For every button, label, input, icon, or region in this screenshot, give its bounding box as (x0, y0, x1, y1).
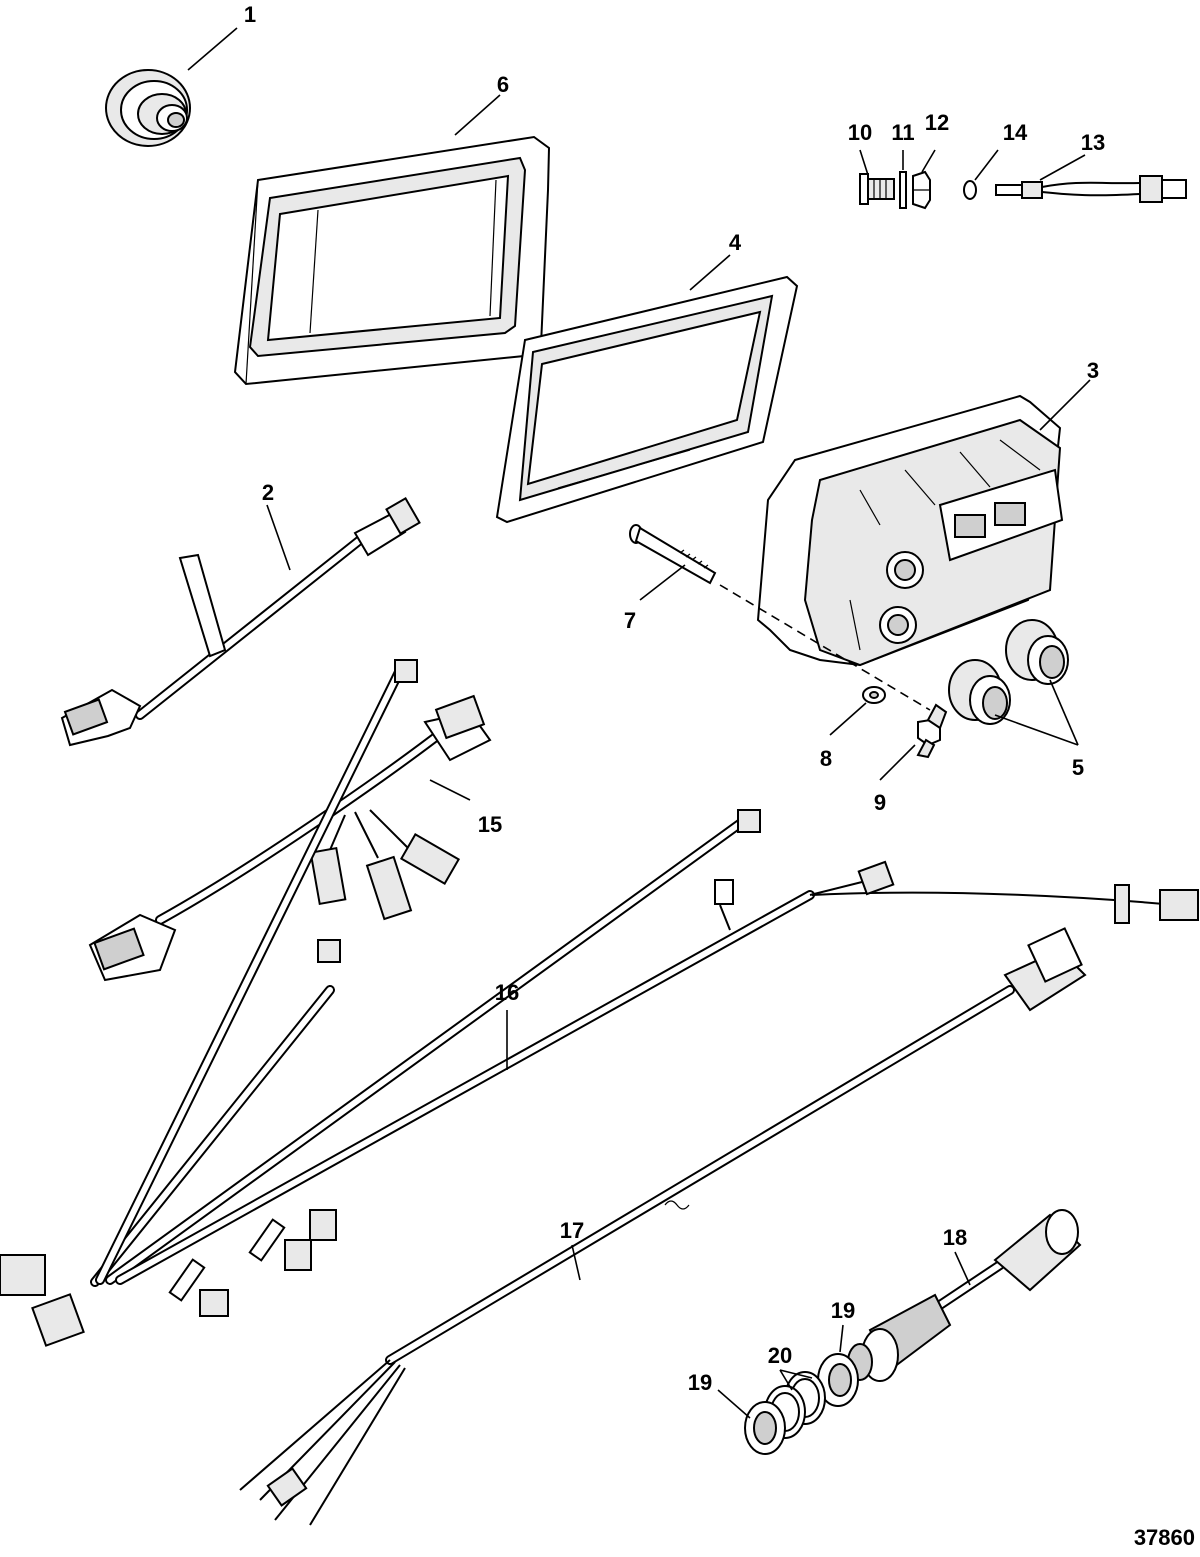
callout-11: 11 (891, 120, 914, 145)
part-11-washer (899, 171, 907, 209)
part-3-display-unit (756, 394, 1064, 667)
part-8-washer (862, 686, 886, 704)
callout-13: 13 (1081, 130, 1105, 155)
callout-17: 17 (560, 1218, 584, 1243)
callout-4: 4 (729, 230, 742, 255)
part-2-harness (60, 497, 421, 747)
callout-2: 2 (262, 480, 274, 505)
part-10-plug (859, 173, 895, 205)
part-17-harness (239, 927, 1087, 1526)
part-19-nut-left (744, 1401, 786, 1455)
callout-20: 20 (768, 1343, 792, 1368)
callout-14: 14 (1003, 120, 1028, 145)
part-5-knobs (948, 619, 1069, 725)
part-12-nut (912, 170, 931, 210)
callout-5: 5 (1072, 755, 1084, 780)
part-16-main-harness (0, 659, 1199, 1347)
part-7-bolt (629, 524, 931, 711)
callout-8: 8 (820, 746, 832, 771)
callout-12: 12 (925, 110, 949, 135)
callout-16: 16 (495, 980, 519, 1005)
callout-labels: 1 2 3 4 5 6 7 8 9 10 11 12 13 14 15 16 1… (244, 2, 1105, 1395)
part-9-wing-nut (916, 703, 948, 759)
part-15-harness (88, 694, 492, 982)
part-1-grommet (105, 69, 191, 147)
callout-3: 3 (1087, 358, 1099, 383)
callout-7: 7 (624, 608, 636, 633)
callout-18: 18 (943, 1225, 967, 1250)
figure-id: 37860 (1134, 1525, 1195, 1550)
part-4-gasket (495, 275, 799, 524)
callout-1: 1 (244, 2, 256, 27)
part-6-bezel (233, 135, 551, 386)
callout-19-right: 19 (831, 1298, 855, 1323)
callout-10: 10 (848, 120, 872, 145)
callout-15: 15 (478, 812, 502, 837)
callout-9: 9 (874, 790, 886, 815)
part-14-o-ring (963, 180, 977, 200)
leader-lines (187, 27, 1091, 1419)
part-13-sensor-lead (995, 175, 1187, 203)
callout-6: 6 (497, 72, 509, 97)
callout-19-left: 19 (688, 1370, 712, 1395)
part-19-nut-right (817, 1353, 859, 1407)
